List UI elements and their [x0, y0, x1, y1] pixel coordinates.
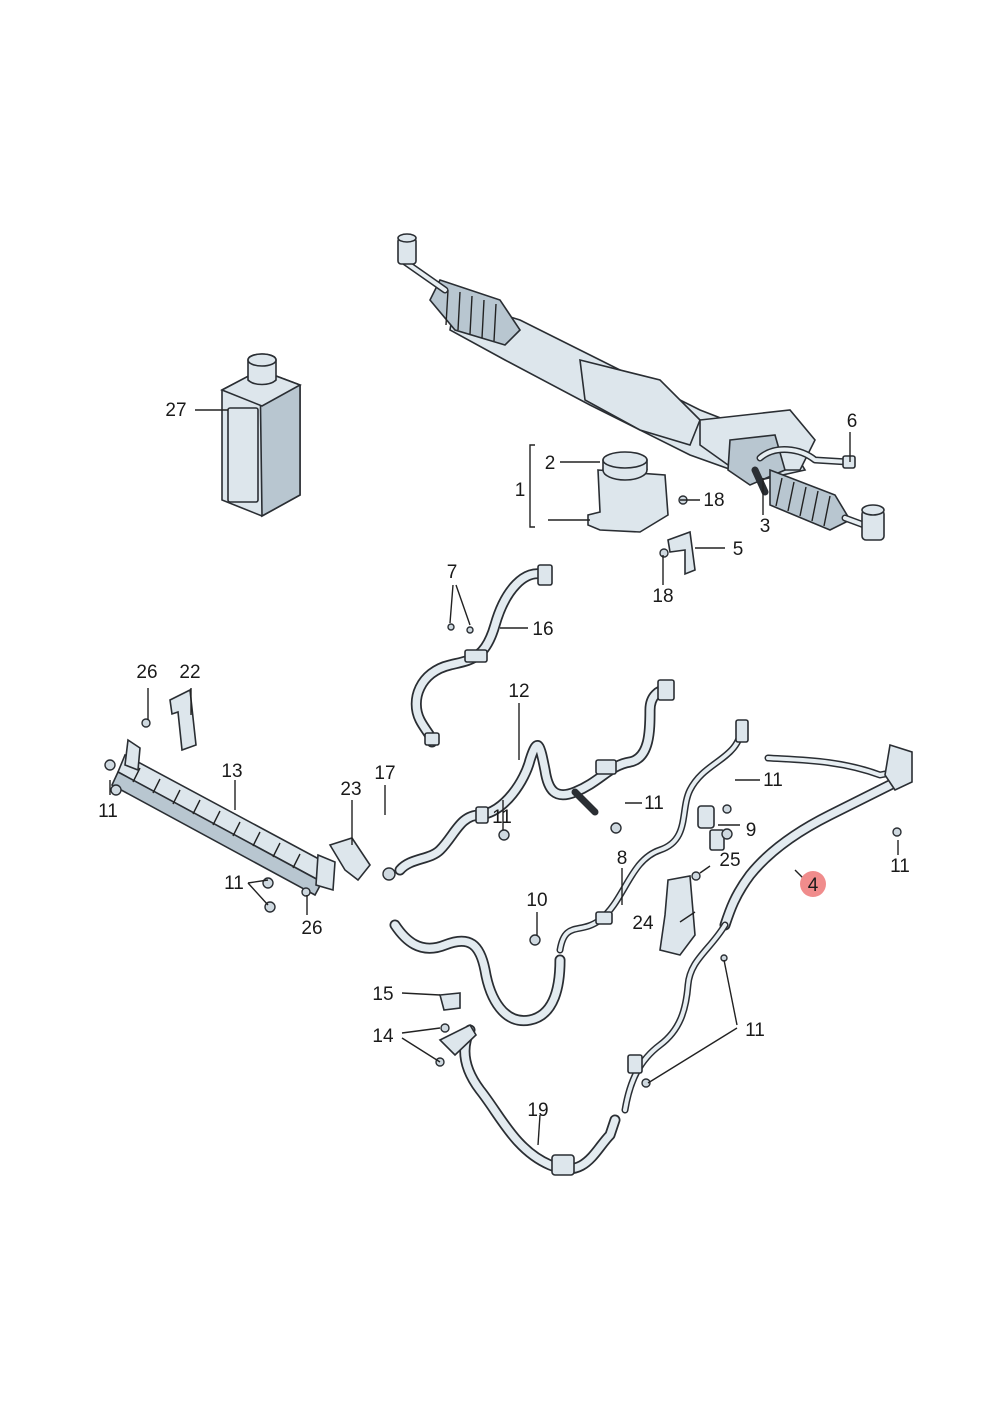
- label-2: 2: [545, 453, 556, 474]
- label-27: 27: [165, 400, 186, 421]
- label-7: 7: [447, 562, 458, 583]
- callout-labels: 1 2 3 5 6 18 18 27 7 16 12 26 22 13 17 2…: [98, 400, 910, 1121]
- oil-cooler: [104, 688, 371, 913]
- label-6: 6: [847, 411, 858, 432]
- label-11-mid: 11: [492, 807, 512, 828]
- label-19: 19: [527, 1100, 548, 1121]
- label-8: 8: [617, 848, 628, 869]
- hose-loop: [389, 919, 566, 1027]
- pipe-lower: [621, 921, 729, 1114]
- label-11-far-right: 11: [890, 856, 910, 877]
- label-13: 13: [221, 761, 242, 782]
- label-5: 5: [733, 539, 744, 560]
- bracket-24: [659, 871, 701, 956]
- steering-rack: [397, 233, 885, 541]
- label-18-top: 18: [703, 490, 724, 511]
- label-17: 17: [374, 763, 395, 784]
- highlight-marker-4: [800, 871, 826, 897]
- label-16: 16: [532, 619, 553, 640]
- label-11-clamp: 11: [763, 770, 783, 791]
- hose-19: [435, 992, 621, 1176]
- label-11-right12: 11: [644, 793, 664, 814]
- label-1: 1: [515, 480, 526, 501]
- label-18-bottom: 18: [652, 586, 673, 607]
- label-4: 4: [808, 875, 819, 896]
- label-22: 22: [179, 662, 200, 683]
- fluid-bottle: [220, 353, 302, 518]
- clamp-9: [697, 804, 732, 829]
- label-23: 23: [340, 779, 361, 800]
- label-11-cooler: 11: [224, 873, 244, 894]
- label-11-bottom: 11: [745, 1020, 765, 1041]
- label-14: 14: [372, 1026, 394, 1047]
- hose-12: [382, 679, 675, 881]
- label-10: 10: [526, 890, 547, 911]
- label-26-top: 26: [136, 662, 157, 683]
- label-12: 12: [508, 681, 529, 702]
- leader-lines: [109, 409, 899, 1146]
- label-11-left: 11: [98, 801, 118, 822]
- hose-4: [709, 743, 913, 962]
- label-15: 15: [372, 984, 393, 1005]
- reservoir: [587, 451, 669, 533]
- label-9: 9: [746, 820, 757, 841]
- bracket-5: [659, 495, 696, 576]
- label-26-bottom: 26: [301, 918, 322, 939]
- hose-16: [410, 564, 553, 748]
- label-25: 25: [719, 850, 740, 871]
- pipe-8: [529, 719, 749, 954]
- label-24: 24: [632, 913, 654, 934]
- label-3: 3: [760, 516, 771, 537]
